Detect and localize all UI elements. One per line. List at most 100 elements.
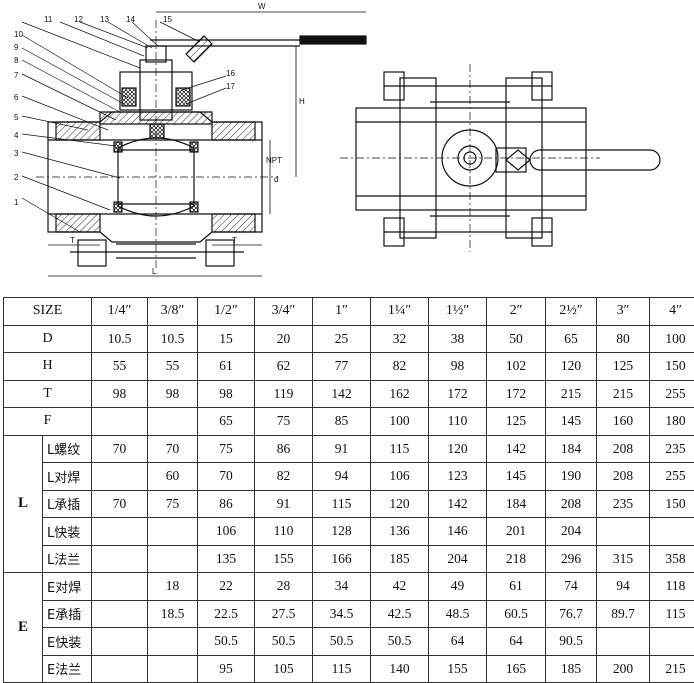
table-cell: 91 xyxy=(313,435,371,463)
table-cell: 74 xyxy=(546,573,597,601)
dim-t-left: T xyxy=(70,236,75,245)
row-label: H xyxy=(4,353,92,381)
table-cell: 62 xyxy=(255,353,313,381)
table-cell: 10.5 xyxy=(92,325,148,353)
callout-9: 9 xyxy=(14,43,19,52)
table-cell: 172 xyxy=(487,380,546,408)
valve-top-view xyxy=(340,64,660,252)
table-cell: 94 xyxy=(313,463,371,491)
table-cell: 82 xyxy=(371,353,429,381)
table-cell: 70 xyxy=(148,435,198,463)
table-cell: 94 xyxy=(597,573,650,601)
table-cell: 315 xyxy=(597,545,650,573)
dim-t-right: T xyxy=(232,236,237,245)
row-label: L承插 xyxy=(43,490,92,518)
table-cell: 296 xyxy=(546,545,597,573)
table-cell: 75 xyxy=(148,490,198,518)
table-cell: 91 xyxy=(255,490,313,518)
table-cell: 118 xyxy=(650,573,694,601)
table-cell: 80 xyxy=(597,325,650,353)
table-cell xyxy=(597,628,650,656)
callout-5: 5 xyxy=(14,113,19,122)
table-cell: 76.7 xyxy=(546,600,597,628)
table-cell: 20 xyxy=(255,325,313,353)
table-cell: 15 xyxy=(198,325,255,353)
table-cell: 70 xyxy=(92,435,148,463)
row-label: T xyxy=(4,380,92,408)
table-cell: 136 xyxy=(371,518,429,546)
table-cell: 34 xyxy=(313,573,371,601)
table-cell: 65 xyxy=(546,325,597,353)
table-cell: 75 xyxy=(255,408,313,436)
callout-6: 6 xyxy=(14,93,19,102)
table-cell: 120 xyxy=(429,435,487,463)
table-cell: 165 xyxy=(487,655,546,683)
table-cell: 22.5 xyxy=(198,600,255,628)
table-cell: 150 xyxy=(650,490,694,518)
callout-10: 10 xyxy=(14,30,23,39)
table-cell: 166 xyxy=(313,545,371,573)
table-cell: 204 xyxy=(429,545,487,573)
table-cell: 142 xyxy=(487,435,546,463)
table-cell xyxy=(148,545,198,573)
callout-14: 14 xyxy=(126,15,135,24)
dim-w: W xyxy=(258,2,266,11)
table-cell xyxy=(650,518,694,546)
table-cell: 100 xyxy=(650,325,694,353)
row-label: L快装 xyxy=(43,518,92,546)
table-cell: 55 xyxy=(92,353,148,381)
size-col-header: 2″ xyxy=(487,298,546,326)
table-cell: 61 xyxy=(198,353,255,381)
table-cell: 22 xyxy=(198,573,255,601)
table-cell: 28 xyxy=(255,573,313,601)
table-cell: 42 xyxy=(371,573,429,601)
table-cell: 155 xyxy=(429,655,487,683)
table-cell xyxy=(92,655,148,683)
table-cell: 50.5 xyxy=(313,628,371,656)
size-col-header: 3″ xyxy=(597,298,650,326)
table-cell: 185 xyxy=(546,655,597,683)
table-cell: 185 xyxy=(371,545,429,573)
table-cell: 60 xyxy=(148,463,198,491)
table-cell: 18 xyxy=(148,573,198,601)
table-cell xyxy=(148,628,198,656)
table-cell xyxy=(148,518,198,546)
table-cell: 82 xyxy=(255,463,313,491)
table-cell: 180 xyxy=(650,408,694,436)
table-cell: 85 xyxy=(313,408,371,436)
callout-13: 13 xyxy=(100,15,109,24)
table-cell: 27.5 xyxy=(255,600,313,628)
table-cell: 64 xyxy=(429,628,487,656)
table-cell: 60.5 xyxy=(487,600,546,628)
table-cell: 110 xyxy=(255,518,313,546)
table-cell xyxy=(92,600,148,628)
table-cell: 49 xyxy=(429,573,487,601)
table-cell: 135 xyxy=(198,545,255,573)
table-cell: 48.5 xyxy=(429,600,487,628)
table-cell: 64 xyxy=(487,628,546,656)
table-cell: 102 xyxy=(487,353,546,381)
table-cell: 235 xyxy=(597,490,650,518)
table-cell: 50.5 xyxy=(198,628,255,656)
table-cell: 98 xyxy=(429,353,487,381)
table-cell: 125 xyxy=(597,353,650,381)
dim-npt: NPT xyxy=(266,156,282,165)
table-cell: 255 xyxy=(650,380,694,408)
table-cell: 358 xyxy=(650,545,694,573)
row-label: E对焊 xyxy=(43,573,92,601)
table-cell: 70 xyxy=(198,463,255,491)
table-cell: 42.5 xyxy=(371,600,429,628)
